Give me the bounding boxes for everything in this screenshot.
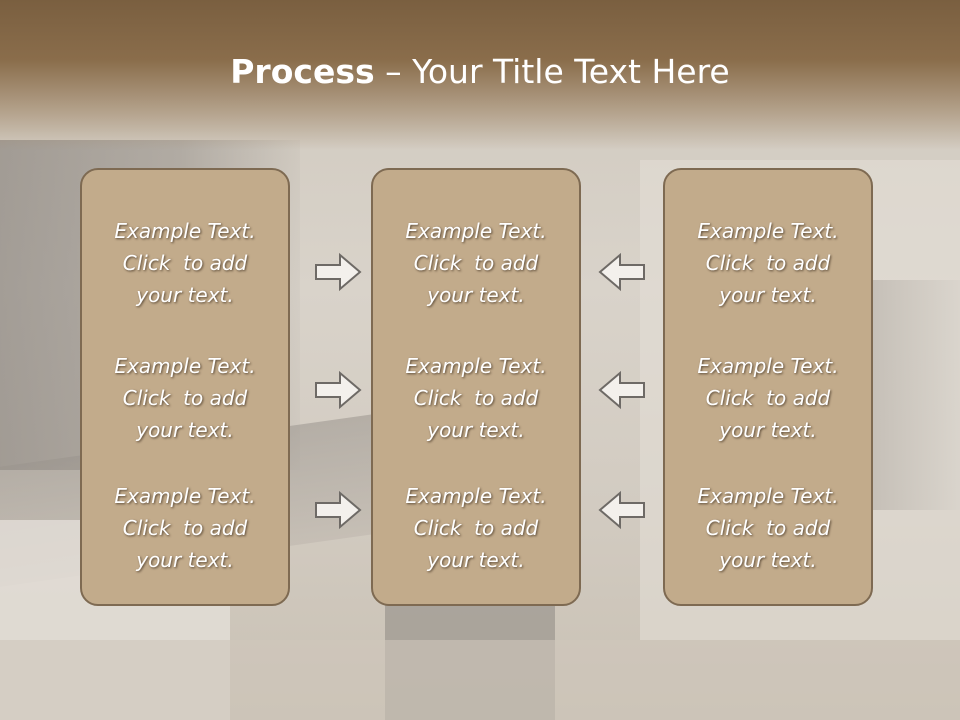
text-line: Example Text. [405, 354, 547, 378]
text-placeholder[interactable]: Example Text. Click to add your text. [373, 350, 579, 446]
text-line: Example Text. [405, 484, 547, 508]
text-line: Click to add [413, 251, 539, 275]
text-line: Example Text. [697, 219, 839, 243]
text-line: Example Text. [405, 219, 547, 243]
text-line: Click to add [705, 251, 831, 275]
text-line: your text. [136, 548, 234, 572]
text-line: your text. [136, 418, 234, 442]
process-box-right[interactable]: Example Text. Click to add your text. Ex… [663, 168, 873, 606]
arrow-left-icon [598, 490, 645, 530]
text-line: Click to add [122, 251, 248, 275]
slide-title[interactable]: Process – Your Title Text Here [0, 52, 960, 91]
text-line: your text. [136, 283, 234, 307]
process-box-center[interactable]: Example Text. Click to add your text. Ex… [371, 168, 581, 606]
text-line: your text. [427, 548, 525, 572]
text-line: Example Text. [114, 484, 256, 508]
text-placeholder[interactable]: Example Text. Click to add your text. [82, 215, 288, 311]
text-placeholder[interactable]: Example Text. Click to add your text. [665, 350, 871, 446]
text-line: Click to add [413, 516, 539, 540]
title-banner [0, 0, 960, 150]
text-line: your text. [719, 548, 817, 572]
text-line: your text. [719, 283, 817, 307]
text-line: Click to add [122, 516, 248, 540]
text-placeholder[interactable]: Example Text. Click to add your text. [82, 350, 288, 446]
text-line: Click to add [705, 516, 831, 540]
text-line: Example Text. [697, 484, 839, 508]
arrow-left-icon [598, 370, 645, 410]
text-placeholder[interactable]: Example Text. Click to add your text. [373, 215, 579, 311]
arrow-left-icon [598, 252, 645, 292]
title-bold: Process [230, 52, 375, 91]
text-placeholder[interactable]: Example Text. Click to add your text. [82, 480, 288, 576]
text-placeholder[interactable]: Example Text. Click to add your text. [373, 480, 579, 576]
process-box-left[interactable]: Example Text. Click to add your text. Ex… [80, 168, 290, 606]
text-placeholder[interactable]: Example Text. Click to add your text. [665, 215, 871, 311]
text-line: Click to add [413, 386, 539, 410]
text-line: your text. [427, 283, 525, 307]
text-placeholder[interactable]: Example Text. Click to add your text. [665, 480, 871, 576]
title-rest: – Your Title Text Here [374, 52, 730, 91]
arrow-right-icon [315, 490, 362, 530]
text-line: Example Text. [114, 354, 256, 378]
arrow-right-icon [315, 370, 362, 410]
text-line: Example Text. [114, 219, 256, 243]
text-line: Click to add [122, 386, 248, 410]
text-line: Example Text. [697, 354, 839, 378]
arrow-right-icon [315, 252, 362, 292]
text-line: your text. [427, 418, 525, 442]
text-line: Click to add [705, 386, 831, 410]
text-line: your text. [719, 418, 817, 442]
